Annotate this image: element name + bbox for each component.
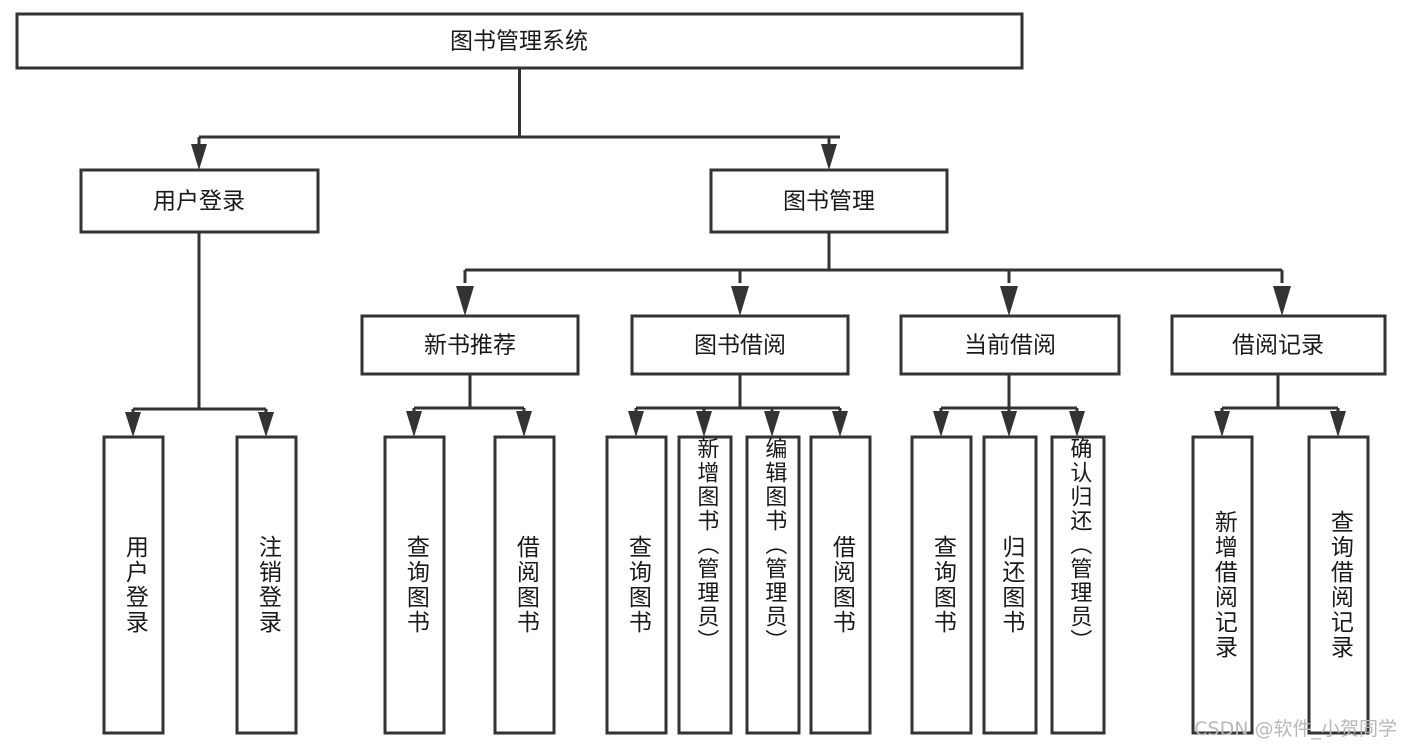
connector-group-current-borrow (933, 374, 1085, 437)
node-borrow-record-box[interactable] (1170, 314, 1387, 376)
connector-group-borrow-record (1214, 374, 1346, 437)
node-root-box[interactable] (15, 12, 1024, 70)
leaf-boxes-borrow-record (1191, 435, 1370, 735)
node-new-book-recommend-label: 新书推荐 (424, 333, 516, 359)
leaf-box-user-login-1[interactable] (102, 435, 165, 735)
node-user-login-box[interactable] (79, 168, 320, 234)
leaf-box-nbr-2[interactable] (493, 435, 556, 735)
arrowhead-nbr-leaf-2 (516, 411, 532, 437)
arrowhead-bb-leaf-2 (696, 411, 712, 437)
arrowhead-nbr-leaf-1 (406, 411, 422, 437)
node-root-label: 图书管理系统 (450, 29, 588, 55)
arrowhead-new-book-recommend (456, 286, 474, 316)
arrowhead-current-borrow (1000, 286, 1018, 316)
leaf-boxes-new-book-recommend (383, 435, 556, 735)
node-book-management[interactable]: 图书管理 (709, 168, 949, 234)
connector-group-new-book-recommend (406, 374, 532, 437)
arrowhead-leaf-logout (258, 412, 274, 437)
connector-group-user-login (125, 232, 274, 437)
node-book-borrow[interactable]: 图书借阅 (630, 314, 850, 376)
leaf-box-user-login-2[interactable] (235, 435, 298, 735)
leaf-box-bb-3[interactable] (745, 435, 801, 735)
arrowhead-bb-leaf-3 (764, 411, 780, 437)
leaf-box-br-1[interactable] (1191, 435, 1254, 735)
arrowhead-br-leaf-2 (1330, 411, 1346, 437)
arrowhead-book-mgmt (821, 144, 837, 170)
arrowhead-cb-leaf-3 (1069, 411, 1085, 437)
leaf-box-bb-1[interactable] (605, 435, 668, 735)
node-book-management-box[interactable] (709, 168, 949, 234)
node-borrow-record-label: 借阅记录 (1232, 333, 1324, 359)
node-current-borrow-box[interactable] (899, 314, 1121, 376)
arrowhead-borrow-record (1273, 286, 1291, 316)
arrowhead-leaf-user-login (125, 412, 141, 437)
arrowhead-book-borrow (731, 286, 749, 316)
leaf-box-bb-4[interactable] (809, 435, 872, 735)
leaf-box-cb-2[interactable] (982, 435, 1038, 735)
node-borrow-record[interactable]: 借阅记录 (1170, 314, 1387, 376)
arrowhead-cb-leaf-2 (1001, 411, 1017, 437)
node-book-borrow-label: 图书借阅 (694, 333, 786, 359)
leaf-box-bb-2[interactable] (677, 435, 733, 735)
arrowhead-user-login (191, 144, 207, 170)
leaf-box-br-2[interactable] (1307, 435, 1370, 735)
node-user-login[interactable]: 用户登录 (79, 168, 320, 234)
leaf-boxes-book-borrow (605, 435, 872, 735)
leaf-box-cb-1[interactable] (910, 435, 973, 735)
node-book-borrow-box[interactable] (630, 314, 850, 376)
leaf-box-cb-3[interactable] (1050, 435, 1106, 735)
node-root[interactable]: 图书管理系统 (15, 12, 1024, 70)
leaf-boxes-user-login (102, 435, 298, 735)
node-current-borrow-label: 当前借阅 (964, 333, 1056, 359)
arrowhead-bb-leaf-1 (628, 411, 644, 437)
node-new-book-recommend[interactable]: 新书推荐 (360, 314, 580, 376)
leaf-boxes-current-borrow (910, 435, 1106, 735)
arrowhead-cb-leaf-1 (933, 411, 949, 437)
connector-group-book-borrow (628, 374, 848, 437)
arrowhead-bb-leaf-4 (832, 411, 848, 437)
connector-group-root (191, 68, 840, 170)
node-current-borrow[interactable]: 当前借阅 (899, 314, 1121, 376)
leaf-box-nbr-1[interactable] (383, 435, 446, 735)
arrowhead-br-leaf-1 (1214, 411, 1230, 437)
node-book-management-label: 图书管理 (783, 189, 875, 215)
connector-group-book-mgmt (456, 232, 1291, 316)
node-new-book-recommend-box[interactable] (360, 314, 580, 376)
node-user-login-label: 用户登录 (153, 189, 245, 215)
